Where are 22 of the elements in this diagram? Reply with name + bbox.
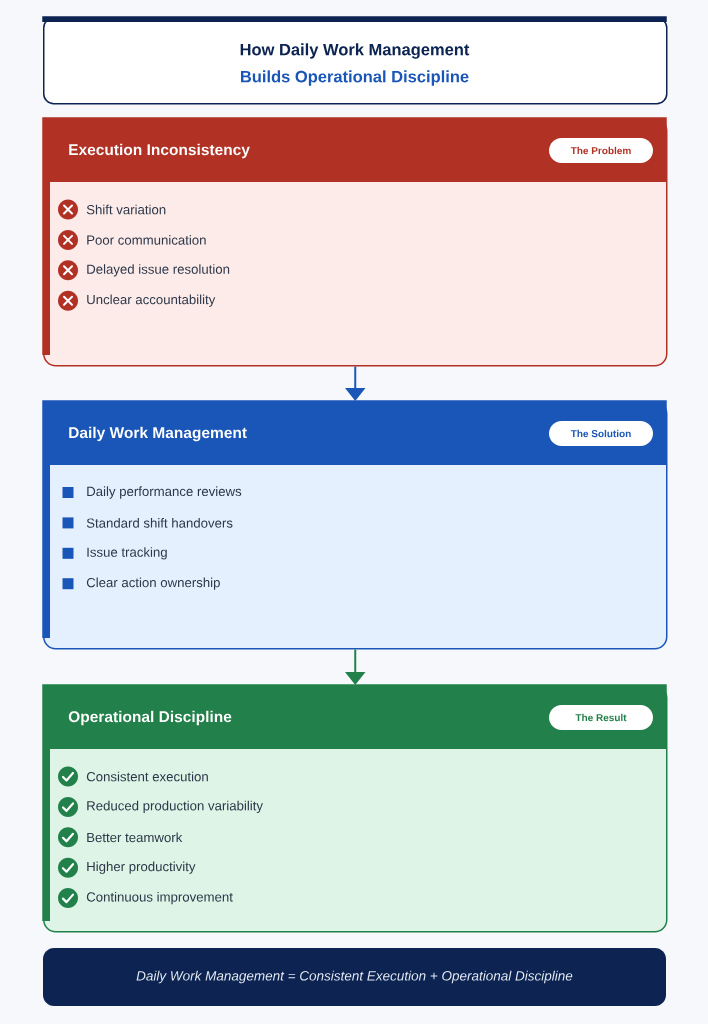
list-item: Daily performance reviews [87, 486, 242, 499]
panel-heading: Daily Work Management [69, 426, 247, 442]
list-item: Delayed issue resolution [87, 264, 230, 277]
list-item: Consistent execution [86, 771, 208, 782]
list-item: Clear action ownership [86, 577, 220, 590]
list-item: Issue tracking [87, 547, 167, 560]
panel-heading: Operational Discipline [68, 710, 232, 726]
title-text: How Daily Work Management [240, 43, 470, 59]
panel-heading: Execution Inconsistency [69, 143, 250, 159]
label-pill: The Solution [549, 421, 653, 446]
label-pill: The Result [549, 705, 653, 730]
list-item: Shift variation [86, 204, 166, 215]
list-item: Unclear accountability [87, 294, 216, 307]
formula-banner: Daily Work Management = Consistent Execution + Operational Discipline [43, 948, 666, 1006]
subtitle-text: Builds Operational Discipline [241, 70, 469, 86]
list-item: Continuous improvement [86, 891, 233, 905]
list-item: Better teamwork [87, 832, 183, 843]
list-item: Higher productivity [87, 861, 196, 874]
list-item: Reduced production variability [87, 800, 263, 814]
list-item: Standard shift handovers [86, 518, 233, 528]
label-pill: The Problem [549, 138, 653, 163]
list-item: Poor communication [87, 235, 206, 245]
